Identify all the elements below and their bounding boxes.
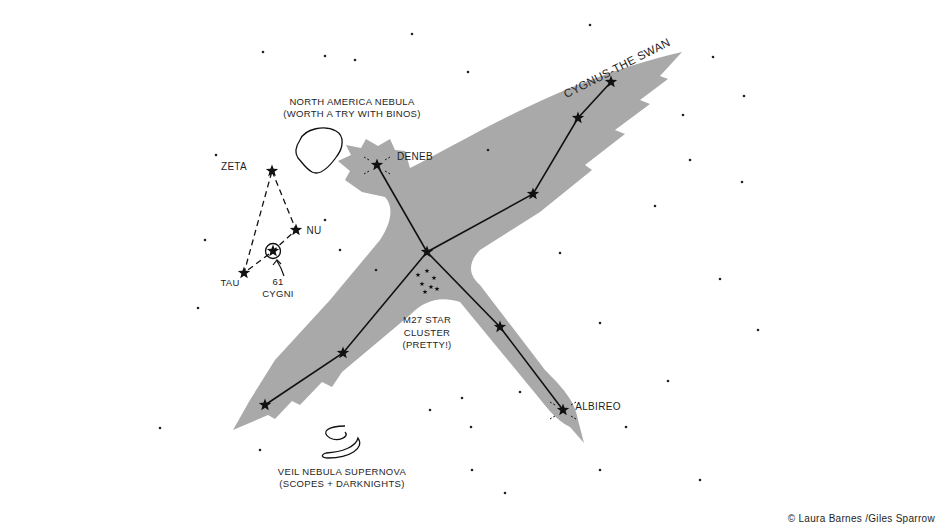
sky-dot bbox=[354, 59, 357, 62]
sky-dot bbox=[411, 33, 414, 36]
sky-dot bbox=[375, 269, 378, 272]
constellation-lines bbox=[265, 82, 611, 410]
sky-dot bbox=[719, 278, 722, 281]
sky-dot bbox=[504, 492, 507, 495]
cluster-star bbox=[435, 286, 440, 291]
sky-dot bbox=[689, 159, 692, 162]
cluster-star bbox=[432, 275, 437, 280]
sky-dot bbox=[559, 252, 562, 255]
sky-dot bbox=[197, 307, 200, 310]
cluster-label: M27 STAR CLUSTER (PRETTY!) bbox=[384, 314, 470, 352]
star bbox=[527, 188, 539, 200]
star-name: TAU bbox=[215, 277, 245, 290]
cluster-star bbox=[425, 268, 430, 273]
sky-dot bbox=[599, 469, 602, 472]
stars bbox=[238, 76, 617, 416]
star bbox=[421, 246, 433, 258]
sky-dot bbox=[699, 479, 702, 482]
cluster-star bbox=[429, 284, 434, 289]
star bbox=[572, 112, 584, 124]
sky-dot bbox=[487, 149, 490, 152]
sky-dot bbox=[339, 249, 342, 252]
star-name: ALBIREO bbox=[570, 401, 626, 414]
nebula-label: NORTH AMERICA NEBULA (WORTH A TRY WITH B… bbox=[282, 96, 422, 121]
sky-dot bbox=[599, 322, 602, 325]
sky-dot bbox=[262, 51, 265, 54]
north-america-nebula bbox=[296, 128, 342, 173]
sky-dot bbox=[259, 449, 262, 452]
leader-arrow bbox=[273, 260, 284, 276]
zeta-triangle bbox=[244, 171, 296, 273]
star-name: DENEB bbox=[393, 151, 437, 164]
sky-dot bbox=[324, 219, 327, 222]
cluster-star bbox=[423, 289, 428, 294]
cluster-star bbox=[420, 281, 425, 286]
star-name: NU bbox=[302, 225, 326, 238]
sky-dot bbox=[712, 56, 715, 59]
star bbox=[267, 245, 279, 257]
background-stars bbox=[159, 24, 760, 495]
sky-dot bbox=[625, 426, 628, 429]
sky-dot bbox=[429, 409, 432, 412]
sky-dot bbox=[654, 205, 657, 208]
star-glints bbox=[364, 157, 576, 419]
sky-dot bbox=[471, 469, 474, 472]
veil-nebula bbox=[322, 426, 359, 458]
sky-dot bbox=[461, 397, 464, 400]
sky-dot bbox=[470, 426, 473, 429]
star bbox=[259, 399, 271, 411]
copyright-note: © Laura Barnes /Giles Sparrow bbox=[788, 513, 935, 526]
sky-dot bbox=[467, 71, 470, 74]
sky-dot bbox=[159, 427, 162, 430]
sky-dot bbox=[682, 114, 685, 117]
star bbox=[337, 347, 349, 359]
star-name: ZETA bbox=[214, 161, 254, 174]
star bbox=[238, 267, 250, 279]
sky-dot bbox=[741, 181, 744, 184]
nebula-label: VEIL NEBULA SUPERNOVA (SCOPES + DARKNIGH… bbox=[276, 466, 408, 491]
star bbox=[290, 224, 302, 236]
sky-dot bbox=[204, 239, 207, 242]
star bbox=[494, 321, 506, 333]
star bbox=[557, 404, 569, 416]
sky-dot bbox=[324, 55, 327, 58]
swan-silhouette bbox=[233, 52, 682, 443]
star bbox=[371, 159, 383, 171]
sky-dot bbox=[589, 24, 592, 27]
star bbox=[266, 165, 278, 177]
sky-dot bbox=[757, 329, 760, 332]
sky-dot bbox=[519, 391, 522, 394]
star-name: 61 CYGNI bbox=[261, 276, 295, 301]
sky-dot bbox=[667, 380, 670, 383]
sky-dot bbox=[215, 154, 218, 157]
cluster-star bbox=[416, 272, 421, 277]
circled-star bbox=[266, 244, 281, 259]
sky-dot bbox=[743, 95, 746, 98]
